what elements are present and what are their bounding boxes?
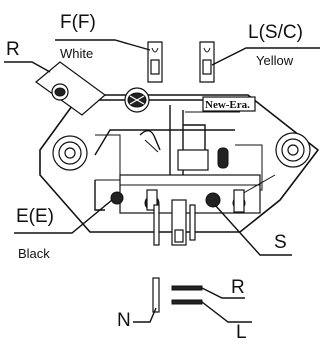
r-terminal-label: R — [6, 39, 20, 60]
s-terminal-label: S — [274, 232, 287, 253]
f-terminal-label: F(F) — [60, 12, 96, 33]
top-terminal-tabs — [147, 41, 215, 83]
r-terminal — [35, 61, 106, 116]
bottom-pins — [153, 199, 196, 246]
label-r: R — [4, 39, 51, 73]
e-color-label: Black — [18, 246, 50, 261]
l-symbol-label: L — [236, 322, 247, 343]
l-terminal-label: L(S/C) — [248, 22, 303, 43]
right-mounting-hole — [275, 132, 311, 168]
label-l: L(S/C) Yellow — [211, 22, 320, 68]
e-terminal — [94, 180, 124, 211]
label-f: F(F) White — [55, 12, 151, 61]
brand-text: New-Era. — [205, 99, 250, 111]
l-color-label: Yellow — [256, 53, 294, 68]
e-terminal-label: E(E) — [16, 206, 54, 227]
f-color-label: White — [60, 46, 93, 61]
label-s: S — [214, 204, 292, 256]
label-e: E(E) Black — [14, 199, 113, 261]
r-symbol-label: R — [231, 277, 245, 298]
left-mounting-hole — [52, 135, 88, 171]
n-symbol-label: N — [117, 310, 131, 331]
contact-symbol: N R L — [117, 277, 252, 343]
brand-plate: New-Era. — [202, 96, 256, 112]
top-screw — [124, 87, 150, 113]
